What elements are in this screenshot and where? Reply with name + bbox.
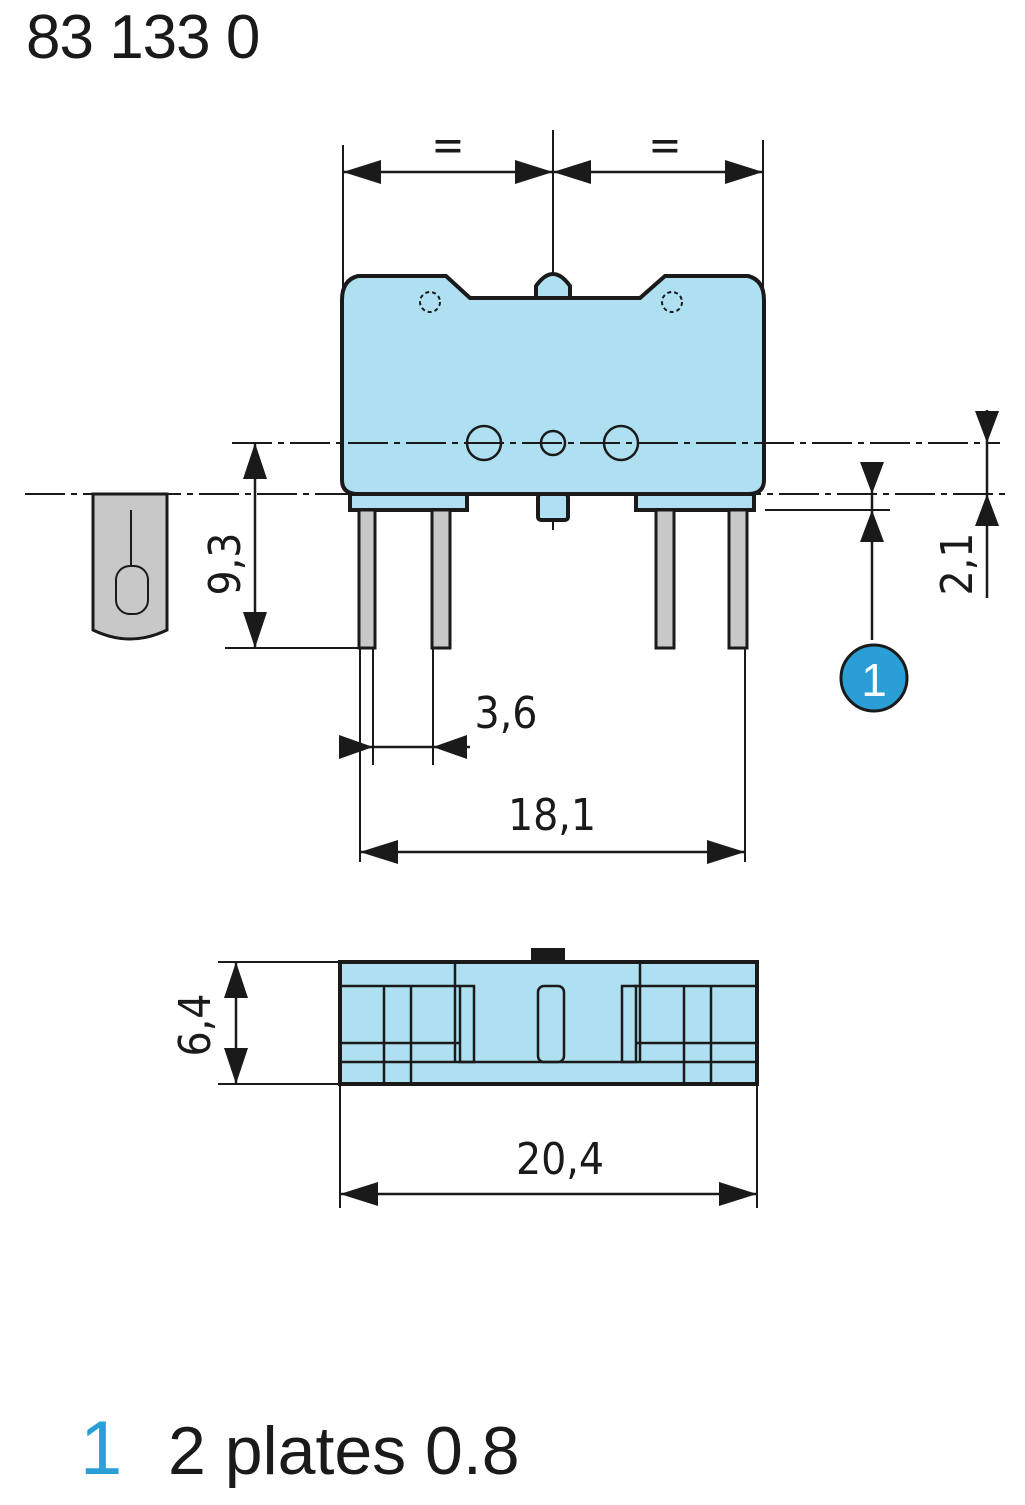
pin-pitch-dimension: 3,6 <box>339 648 537 765</box>
thickness-dimension: 6,4 <box>170 961 340 1085</box>
switch-front-view: = = <box>25 120 1005 864</box>
callout-leader <box>860 462 884 640</box>
pin-height-dimension: 9,3 <box>200 443 360 649</box>
offset-label: 2,1 <box>932 533 983 596</box>
terminal-pin-1 <box>357 508 377 650</box>
equal-right-label: = <box>648 120 681 171</box>
callout-number: 1 <box>861 654 887 706</box>
corner-hole-left <box>419 291 441 313</box>
legend-number: 1 <box>80 1406 123 1491</box>
terminal-pin-4 <box>727 508 749 650</box>
technical-drawing: .ln { stroke: #1a1a1a; stroke-width: 2.5… <box>25 120 1005 1208</box>
top-view-body <box>338 960 759 1086</box>
part-number-title: 83 133 0 <box>26 3 260 72</box>
width-dimension: 20,4 <box>339 1084 758 1208</box>
top-view-plunger <box>531 948 565 962</box>
switch-body <box>340 274 766 496</box>
pin-height-label: 9,3 <box>200 533 251 596</box>
pin-span-label: 18,1 <box>508 790 596 841</box>
callout-marker-1: 1 <box>839 643 909 713</box>
pin-span-dimension: 18,1 <box>359 648 746 864</box>
legend-text: 2 plates 0.8 <box>168 1413 520 1489</box>
actuator-plunger <box>534 272 572 300</box>
pin-base-left <box>348 492 469 512</box>
thickness-label: 6,4 <box>170 994 221 1057</box>
corner-hole-right <box>661 291 683 313</box>
switch-top-view: 6,4 20,4 <box>170 948 759 1208</box>
offset-dimension: 2,1 <box>932 410 999 598</box>
terminal-pin-2 <box>430 508 452 650</box>
pin-pitch-label: 3,6 <box>475 688 538 739</box>
equal-left-label: = <box>431 120 464 171</box>
legend-item: 1 2 plates 0.8 <box>80 1405 520 1505</box>
width-label: 20,4 <box>516 1134 604 1185</box>
bottom-nub <box>536 492 570 522</box>
pin-base-right <box>634 492 756 512</box>
terminal-pin-3 <box>654 508 676 650</box>
